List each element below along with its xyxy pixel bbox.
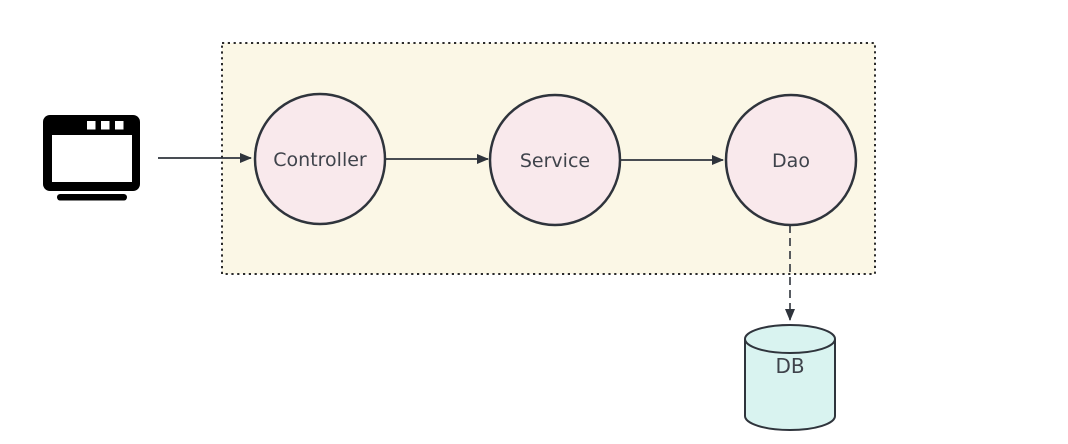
service-label: Service — [520, 150, 590, 172]
browser-titlebar-dot — [115, 121, 124, 130]
dao-label: Dao — [772, 150, 810, 172]
db-cylinder-body — [744, 339, 836, 431]
service-circle — [488, 93, 622, 227]
browser-viewport — [52, 135, 132, 182]
browser-window-icon — [43, 115, 140, 201]
db-cylinder-top — [744, 324, 836, 354]
node-db: DB — [744, 324, 836, 431]
node-service: Service — [488, 93, 622, 227]
controller-circle — [253, 92, 387, 226]
node-dao: Dao — [724, 93, 858, 227]
node-controller: Controller — [253, 92, 387, 226]
browser-stand — [57, 194, 127, 201]
db-label: DB — [775, 354, 804, 378]
browser-titlebar-dot — [101, 121, 110, 130]
controller-label: Controller — [273, 149, 367, 171]
browser-titlebar-dot — [87, 121, 96, 130]
dao-circle — [724, 93, 858, 227]
